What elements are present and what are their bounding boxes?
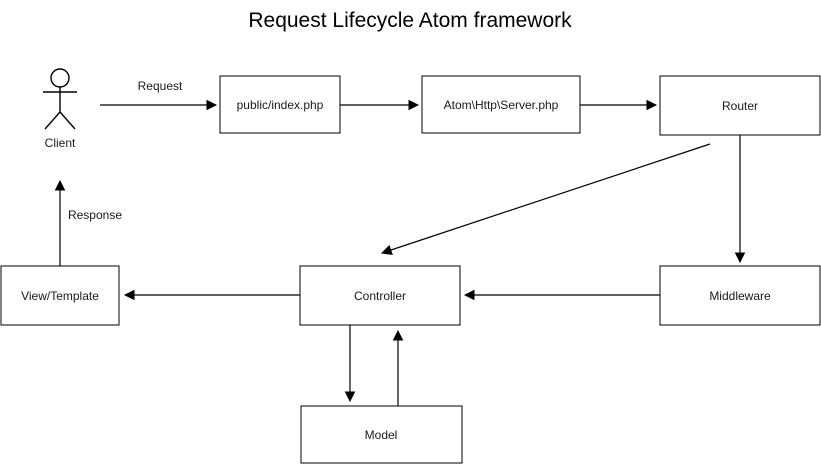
node-model-box [300, 405, 463, 464]
node-view-template-box [0, 265, 120, 326]
node-view-template-label: View/Template [21, 289, 99, 303]
node-router-box [659, 75, 821, 136]
actor-right-leg-icon [59, 111, 76, 130]
diagram-title: Request Lifecycle Atom framework [248, 9, 572, 32]
actor-label: Client [45, 136, 76, 150]
node-controller: Controller [299, 265, 461, 326]
node-public-index-box [219, 75, 341, 134]
node-server-label: Atom\Http\Server.php [444, 98, 559, 112]
node-public-index: public/index.php [219, 75, 341, 134]
edges-layer: Request Response [54, 79, 746, 406]
actor-head-icon [50, 68, 70, 88]
actor-left-leg-icon [44, 111, 61, 130]
node-router-label: Router [722, 99, 758, 113]
node-model-label: Model [365, 428, 398, 442]
actor-client: Client [43, 68, 77, 150]
node-public-index-label: public/index.php [237, 98, 324, 112]
node-middleware: Middleware [659, 265, 821, 326]
node-controller-label: Controller [354, 289, 406, 303]
node-router: Router [659, 75, 821, 136]
edge-response-label: Response [68, 208, 122, 222]
node-server: Atom\Http\Server.php [421, 75, 581, 134]
edge-router-to-controller-arrow [380, 143, 711, 256]
node-middleware-box [659, 265, 821, 326]
node-view-template: View/Template [0, 265, 120, 326]
node-server-box [421, 75, 581, 134]
node-model: Model [300, 405, 463, 464]
node-middleware-label: Middleware [709, 289, 771, 303]
node-controller-box [299, 265, 461, 326]
edge-request-label: Request [138, 79, 183, 93]
